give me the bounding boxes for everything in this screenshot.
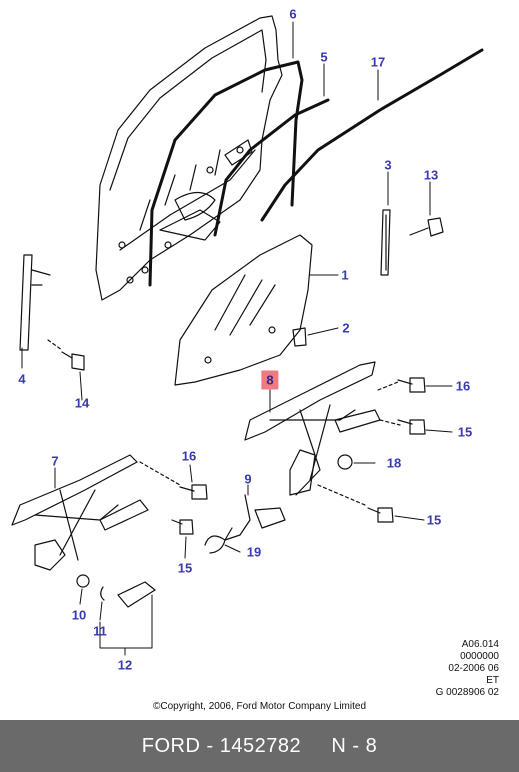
callout-15-upper: 15 [457,424,473,440]
footer-bar: FORD - 1452782 N - 8 [0,720,519,772]
clip-2 [292,327,307,347]
door-shell [95,15,283,301]
reference-line-1: A06.014 [461,639,499,650]
run-channel-4 [19,254,63,351]
bolt-15-lower [317,484,394,523]
footer-gap [301,735,331,758]
window-regulator-7 [11,454,181,571]
callout-12: 12 [117,657,133,673]
copyright-notice: ©Copyright, 2006, Ford Motor Company Lim… [152,701,367,712]
footer-separator: - [200,734,220,757]
callout-6: 6 [289,6,297,22]
callout-15-lower: 15 [426,512,442,528]
cable-9 [224,494,286,541]
callout-7: 7 [51,453,59,469]
leader-lines [21,21,453,656]
glass-run-5 [213,98,330,237]
callout-15-left: 15 [177,560,193,576]
footer-callout-ref: N - 8 [331,734,378,757]
bolt-15-upper [397,419,426,435]
callout-11: 11 [93,623,107,639]
belt-moulding-17 [260,48,484,222]
reference-line-2: 0000000 [460,651,499,662]
door-glass-1 [174,234,313,386]
callout-18: 18 [386,455,402,471]
window-regulator-8 [244,361,401,496]
footer-brand: FORD [141,734,201,757]
door-seal-6 [148,60,304,287]
callout-16-left: 16 [181,448,197,464]
run-channel-3 [380,209,391,276]
callout-2: 2 [342,320,350,336]
clip-11 [100,586,105,601]
bolt-14 [61,351,85,371]
callout-10: 10 [71,607,87,623]
bolt-16-left [179,484,208,500]
reference-line-4: ET [486,675,499,686]
grommet-10 [76,574,90,588]
callout-1: 1 [341,267,349,283]
callout-17: 17 [370,54,386,70]
bolt-15-left [171,519,194,535]
clip-19 [204,535,226,554]
callout-19: 19 [246,544,262,560]
callout-16-right: 16 [455,378,471,394]
callout-4: 4 [18,371,26,387]
callout-3: 3 [384,157,392,173]
callout-5: 5 [320,49,328,65]
reference-block: A06.014 0000000 02-2006 06 ET G 0028906 … [436,639,499,699]
bolt-13 [409,217,444,237]
callout-13: 13 [423,167,439,183]
reference-line-5: G 0028906 02 [435,687,499,698]
callout-8-highlighted[interactable]: 8 [261,370,279,390]
exploded-parts-diagram [11,15,484,656]
bolt-16-right [397,377,426,393]
callout-9: 9 [244,471,252,487]
callout-14: 14 [74,395,90,411]
handle-12 [117,581,156,608]
footer-part-number: 1452782 [219,734,302,757]
nut-18 [337,454,353,470]
reference-line-3: 02-2006 06 [448,663,499,674]
